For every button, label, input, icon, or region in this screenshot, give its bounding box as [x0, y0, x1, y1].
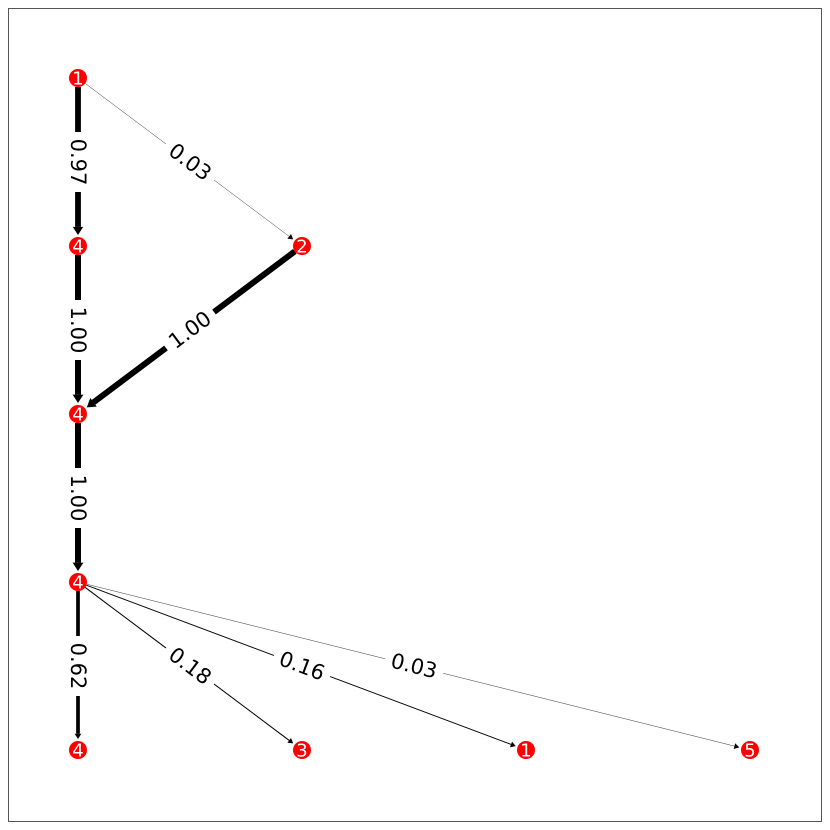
- edge-arrowhead: [287, 738, 294, 744]
- edge-label-group: 0.62: [63, 636, 93, 696]
- node-label: 4: [72, 741, 83, 762]
- node-label: 4: [72, 237, 83, 258]
- graph-node: 1: [69, 69, 87, 90]
- edge-weight-label: 1.00: [66, 307, 90, 354]
- graph-node: 5: [741, 741, 759, 762]
- plot-frame: [8, 8, 822, 822]
- edge-arrowhead: [74, 733, 82, 739]
- edge-label-background: [63, 636, 93, 696]
- edge-arrowhead: [287, 234, 294, 240]
- nodes-layer: 1 4 2 4 4 4 3 1 5: [69, 69, 759, 762]
- node-label: 1: [520, 741, 531, 762]
- node-circle: [69, 237, 87, 255]
- node-label: 1: [72, 69, 83, 90]
- node-label: 4: [72, 405, 83, 426]
- edge-label-group: 1.00: [63, 468, 93, 528]
- edge-label-background: [381, 644, 447, 688]
- node-label: 3: [296, 741, 307, 762]
- edge-label-background: [63, 132, 93, 192]
- node-label: 2: [296, 237, 307, 258]
- graph-node: 3: [293, 741, 311, 762]
- edge-label-background: [156, 636, 224, 696]
- node-circle: [517, 741, 535, 759]
- edge-label-background: [156, 300, 224, 360]
- node-label: 4: [72, 573, 83, 594]
- node-circle: [69, 741, 87, 759]
- graph-node: 4: [69, 405, 87, 426]
- edge-weight-label: 1.00: [66, 475, 90, 522]
- node-circle: [293, 237, 311, 255]
- graph-node: 4: [69, 237, 87, 258]
- edge-label-background: [156, 132, 224, 192]
- edge-weight-label: 0.97: [66, 139, 90, 186]
- edge-label-background: [268, 641, 336, 691]
- edge-arrowhead: [72, 226, 84, 235]
- graph-node: 1: [517, 741, 535, 762]
- edge-weight-label: 0.62: [66, 643, 90, 690]
- node-circle: [69, 573, 87, 591]
- edge-label-background: [63, 300, 93, 360]
- node-circle: [741, 741, 759, 759]
- node-circle: [69, 69, 87, 87]
- edge-arrowhead: [72, 562, 84, 571]
- node-circle: [293, 741, 311, 759]
- edge-arrowhead: [733, 743, 740, 750]
- edge-label-background: [63, 468, 93, 528]
- edge-label-group: 1.00: [63, 300, 93, 360]
- edge-arrowhead: [509, 741, 516, 748]
- edge-label-group: 0.97: [63, 132, 93, 192]
- graph-node: 2: [293, 237, 311, 258]
- edge-arrowhead: [86, 398, 97, 408]
- graph-node: 4: [69, 741, 87, 762]
- node-circle: [69, 405, 87, 423]
- graph-node: 4: [69, 573, 87, 594]
- edge-arrowhead: [72, 394, 84, 403]
- node-label: 5: [744, 741, 755, 762]
